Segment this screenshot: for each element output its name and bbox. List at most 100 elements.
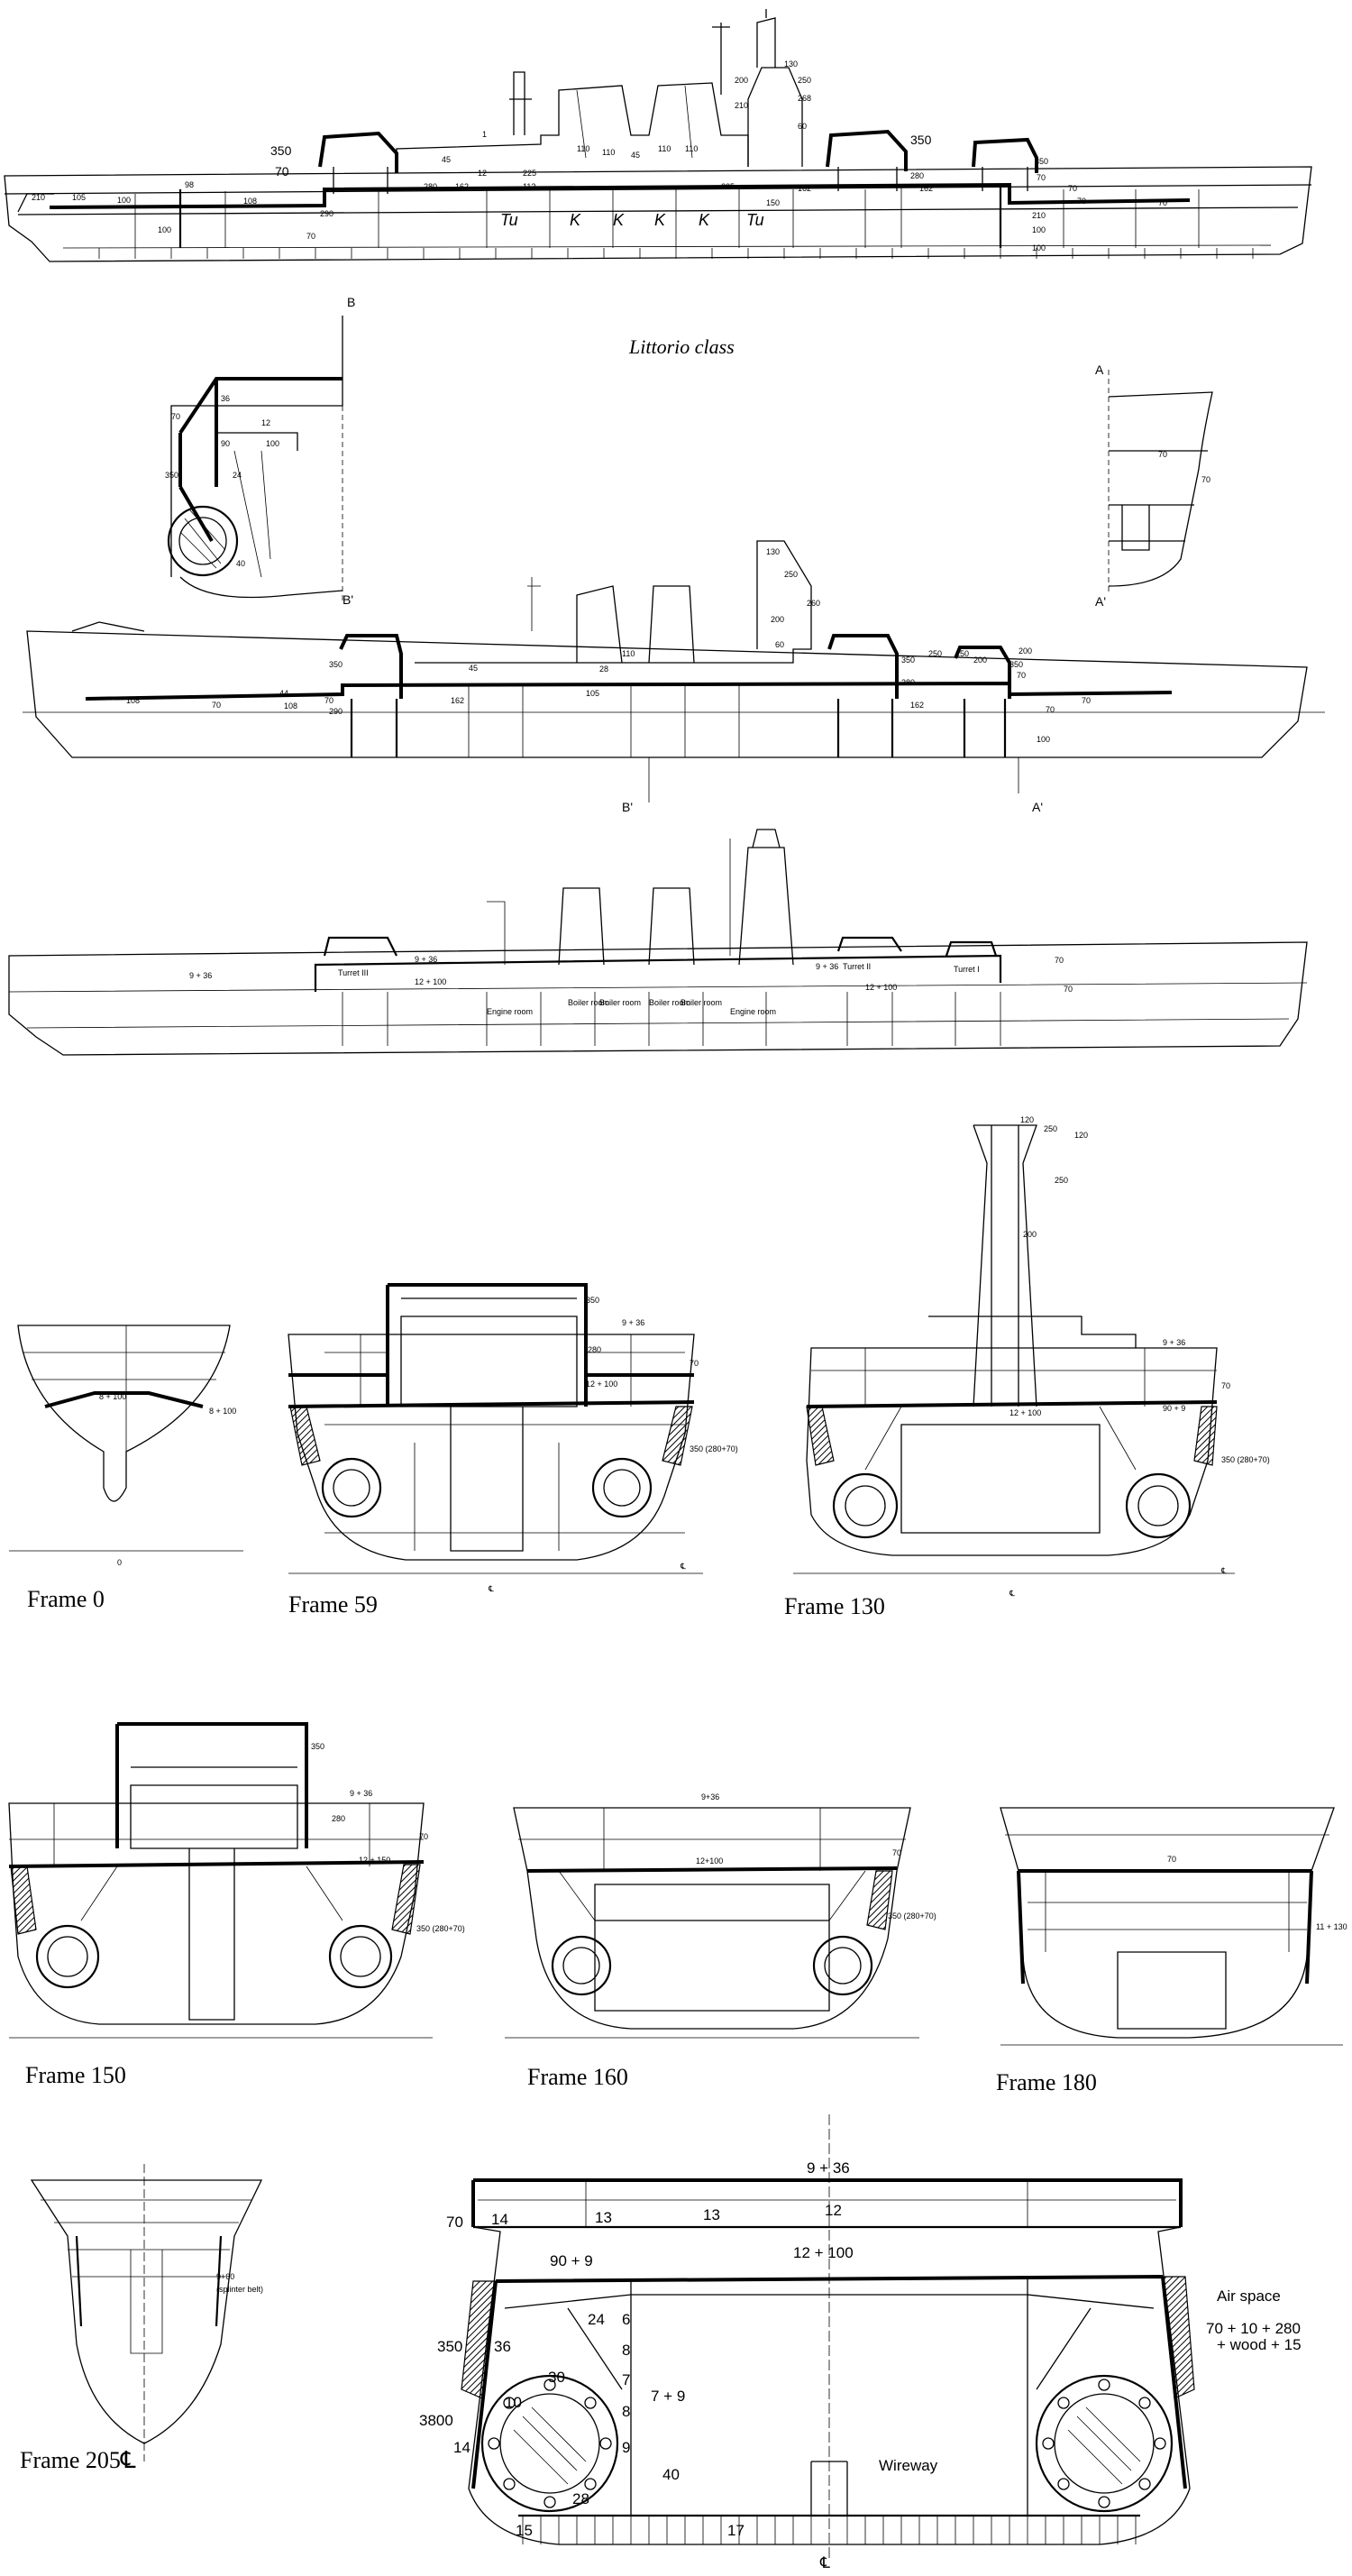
svg-text:9 + 36: 9 + 36	[189, 971, 212, 980]
svg-text:210: 210	[1032, 211, 1046, 220]
svg-text:210: 210	[32, 193, 45, 202]
svg-text:150: 150	[766, 198, 780, 207]
f180-label: 70	[1167, 1855, 1176, 1864]
svg-text:200: 200	[1019, 646, 1032, 655]
section-a-labels: A A' 70 70	[1095, 362, 1210, 609]
frame-0-caption: Frame 0	[27, 1586, 105, 1612]
svg-text:260: 260	[807, 599, 820, 608]
svg-text:9 + 36: 9 + 36	[622, 1318, 644, 1327]
frame-150-labels: 350 9 + 36 280 70 12 + 150 350 (280+70)	[311, 1742, 465, 1933]
svg-text:9 + 36: 9 + 36	[350, 1789, 372, 1798]
subtitle: Littorio class	[628, 335, 735, 358]
frame-150-drawing	[8, 1722, 433, 2039]
frame-130-drawing	[793, 1124, 1235, 1574]
svg-text:110: 110	[577, 144, 589, 153]
svg-text:130: 130	[784, 60, 798, 69]
svg-text:60: 60	[798, 122, 807, 131]
f205-label: (splinter belt)	[216, 2285, 263, 2294]
profile-view-1	[4, 9, 1312, 262]
svg-text:350: 350	[901, 655, 915, 665]
svg-text:350 (280+70): 350 (280+70)	[888, 1911, 936, 1921]
svg-text:98: 98	[185, 180, 194, 189]
svg-text:350 (280+70): 350 (280+70)	[416, 1924, 465, 1933]
svg-text:120: 120	[1074, 1131, 1088, 1140]
svg-text:350: 350	[329, 660, 343, 669]
svg-text:350: 350	[270, 143, 292, 158]
svg-text:350: 350	[1009, 660, 1023, 669]
svg-text:12: 12	[825, 2202, 842, 2219]
svg-text:6: 6	[622, 2311, 630, 2328]
frame-130-caption: Frame 130	[784, 1593, 885, 1619]
svg-text:12 + 100: 12 + 100	[415, 977, 446, 986]
svg-text:℄: ℄	[1009, 1589, 1015, 1598]
svg-text:15: 15	[516, 2522, 533, 2539]
svg-text:110: 110	[602, 148, 615, 157]
svg-text:280: 280	[332, 1814, 345, 1823]
svg-text:110: 110	[685, 144, 698, 153]
svg-text:Tu: Tu	[500, 211, 518, 229]
svg-text:70: 70	[446, 2214, 463, 2231]
svg-text:40: 40	[662, 2466, 680, 2483]
svg-text:70: 70	[690, 1359, 699, 1368]
svg-text:350: 350	[586, 1296, 599, 1305]
svg-text:12+100: 12+100	[696, 1856, 723, 1866]
svg-text:100: 100	[1032, 225, 1046, 234]
svg-text:13: 13	[703, 2206, 720, 2223]
svg-text:K: K	[699, 211, 710, 229]
svg-text:280: 280	[588, 1345, 601, 1354]
svg-text:90 + 9: 90 + 9	[1163, 1404, 1185, 1413]
svg-text:70: 70	[1017, 671, 1026, 680]
svg-text:9: 9	[622, 2439, 630, 2456]
svg-text:Boiler room: Boiler room	[568, 998, 609, 1007]
svg-text:162: 162	[910, 701, 924, 710]
svg-text:130: 130	[766, 547, 780, 556]
svg-text:28: 28	[572, 2490, 589, 2507]
svg-text:9 + 36: 9 + 36	[807, 2159, 850, 2177]
svg-text:105: 105	[586, 689, 599, 698]
svg-text:12: 12	[478, 169, 487, 178]
svg-text:120: 120	[1020, 1115, 1034, 1124]
svg-text:+ wood + 15: + wood + 15	[1217, 2336, 1302, 2353]
svg-text:7: 7	[622, 2371, 630, 2388]
svg-text:70: 70	[171, 412, 180, 421]
svg-text:14: 14	[453, 2439, 470, 2456]
svg-text:Turret II: Turret II	[843, 962, 871, 971]
svg-text:Boiler room: Boiler room	[599, 998, 641, 1007]
svg-text:7 + 9: 7 + 9	[651, 2388, 685, 2405]
svg-text:290: 290	[329, 707, 343, 716]
frame-0-drawing	[9, 1325, 243, 1552]
frame-150-caption: Frame 150	[25, 2062, 126, 2088]
svg-text:℄: ℄	[819, 2554, 830, 2571]
frame-160-caption: Frame 160	[527, 2064, 628, 2090]
svg-text:45: 45	[469, 664, 478, 673]
svg-text:3800: 3800	[419, 2412, 453, 2429]
frame-160-drawing	[505, 1807, 919, 2039]
svg-text:250: 250	[798, 76, 811, 85]
svg-text:70 + 10 + 280: 70 + 10 + 280	[1206, 2320, 1301, 2337]
frame-205-caption: Frame 205℄	[20, 2447, 136, 2473]
svg-text:110: 110	[658, 144, 671, 153]
svg-text:162: 162	[455, 182, 469, 191]
svg-text:280: 280	[910, 171, 924, 180]
svg-text:12 + 100: 12 + 100	[865, 983, 897, 992]
svg-text:Wireway: Wireway	[879, 2457, 938, 2474]
svg-text:150: 150	[955, 649, 969, 658]
svg-text:B: B	[347, 295, 355, 309]
svg-text:A': A'	[1032, 800, 1043, 814]
svg-text:350: 350	[1035, 157, 1048, 166]
frame-180-caption: Frame 180	[996, 2069, 1097, 2095]
svg-text:100: 100	[1032, 243, 1046, 252]
svg-text:162: 162	[919, 184, 933, 193]
svg-text:70: 70	[1221, 1381, 1230, 1390]
svg-text:200: 200	[771, 615, 784, 624]
frame-59-drawing	[288, 1283, 703, 1574]
svg-text:12 + 100: 12 + 100	[586, 1380, 617, 1389]
detail-section-drawing	[461, 2114, 1195, 2561]
svg-text:Engine room: Engine room	[487, 1007, 533, 1016]
svg-text:B': B'	[622, 800, 633, 814]
svg-text:70: 70	[419, 1832, 428, 1841]
profile-2-labels: 130 250 260 200 60 350 70 45 162 110 28 …	[126, 547, 1091, 814]
svg-text:24: 24	[233, 471, 242, 480]
svg-text:210: 210	[735, 101, 748, 110]
svg-text:268: 268	[798, 94, 811, 103]
